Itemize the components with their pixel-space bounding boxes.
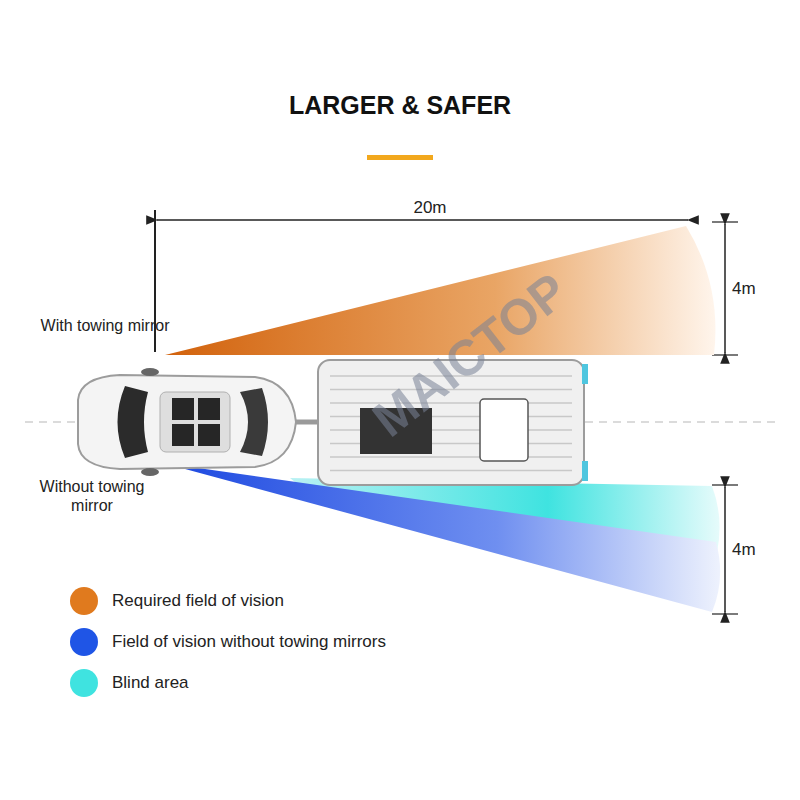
legend-item: Blind area — [70, 668, 189, 698]
dimension-tick — [712, 484, 738, 485]
required-field-wedge — [165, 226, 715, 355]
legend-text: Blind area — [112, 673, 189, 693]
mirror-label: Without towing mirror — [22, 477, 162, 515]
legend-item: Required field of vision — [70, 586, 284, 616]
title-underline — [367, 155, 433, 160]
legend-swatch — [70, 669, 98, 697]
legend-item: Field of vision without towing mirrors — [70, 627, 386, 657]
dimension-tick — [712, 613, 738, 614]
legend-swatch — [70, 587, 98, 615]
roof-slat — [330, 456, 572, 458]
car — [78, 368, 296, 476]
roof-slat — [330, 470, 572, 472]
dimension-line — [157, 219, 688, 221]
dimension-tick — [712, 221, 738, 222]
dimension-line — [724, 487, 726, 612]
mirror-label: With towing mirror — [40, 316, 170, 335]
legend-text: Field of vision without towing mirrors — [112, 632, 386, 652]
dimension-label: 20m — [380, 198, 480, 218]
legend-text: Required field of vision — [112, 591, 284, 611]
dimension-label: 4m — [732, 540, 782, 560]
dimension-tick — [712, 354, 738, 355]
dimension-label: 4m — [732, 279, 782, 299]
legend-swatch — [70, 628, 98, 656]
dimension-line — [724, 224, 726, 353]
title: LARGER & SAFER — [0, 90, 800, 120]
